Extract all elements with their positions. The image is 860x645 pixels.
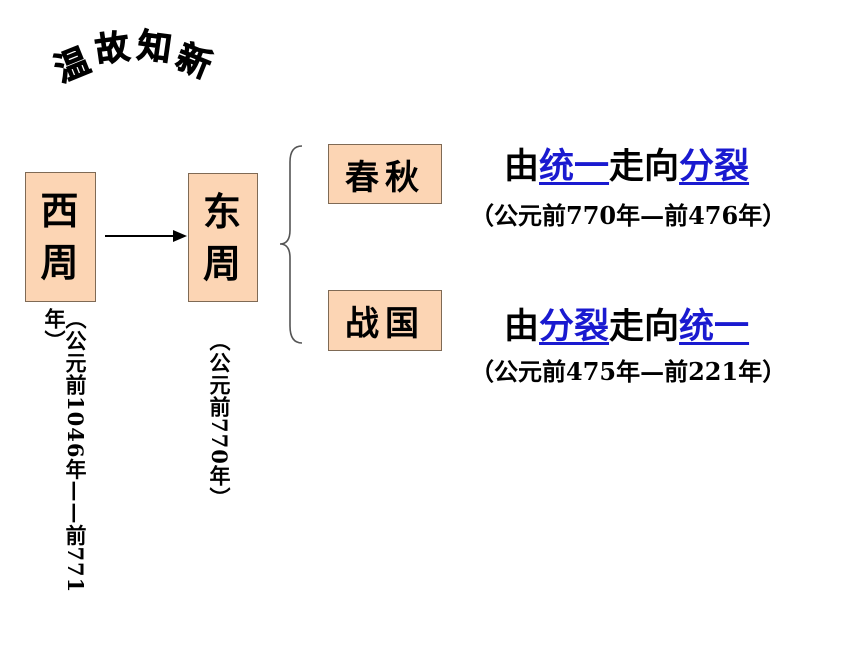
zhanguo-phrase: 由分裂走向统一	[504, 298, 749, 349]
zhanguo-phrase-to[interactable]: 统一	[679, 307, 750, 347]
chunqiu-phrase: 由统一走向分裂	[504, 138, 749, 189]
zhanguo-phrase-part1: 由	[504, 307, 540, 347]
title-char-4: 新	[170, 36, 218, 87]
chunqiu-label: 春秋	[345, 157, 425, 198]
dongzhou-char-2: 周	[202, 241, 243, 286]
xizhou-char-2: 周	[40, 241, 81, 285]
chunqiu-phrase-to[interactable]: 分裂	[679, 147, 750, 187]
chunqiu-phrase-from[interactable]: 统一	[539, 147, 610, 187]
brace-icon	[279, 145, 303, 344]
zhanguo-phrase-from[interactable]: 分裂	[539, 307, 610, 347]
xizhou-date: （公元前1046年——前771年）	[42, 308, 88, 594]
chunqiu-date: （公元前770年—前476年）	[470, 201, 787, 230]
dongzhou-box: 东 周	[188, 173, 258, 302]
chunqiu-phrase-part3: 走向	[609, 147, 680, 187]
dongzhou-date: （公元前770年）	[207, 330, 232, 509]
zhanguo-label: 战国	[345, 304, 425, 344]
zhanguo-date: （公元前475年—前221年）	[470, 357, 787, 386]
title-char-2: 故	[92, 26, 133, 72]
xizhou-char-1: 西	[40, 189, 81, 233]
chunqiu-box: 春秋	[328, 144, 442, 204]
xizhou-box: 西 周	[25, 172, 96, 302]
slide-title: 温 故 知 新	[40, 10, 240, 91]
title-char-3: 知	[134, 25, 175, 71]
title-char-1: 温	[49, 40, 97, 91]
arrow-icon	[105, 230, 187, 242]
chunqiu-phrase-part1: 由	[504, 147, 540, 187]
zhanguo-phrase-part3: 走向	[609, 307, 680, 347]
dongzhou-char-1: 东	[202, 189, 243, 234]
zhanguo-box: 战国	[328, 290, 442, 351]
